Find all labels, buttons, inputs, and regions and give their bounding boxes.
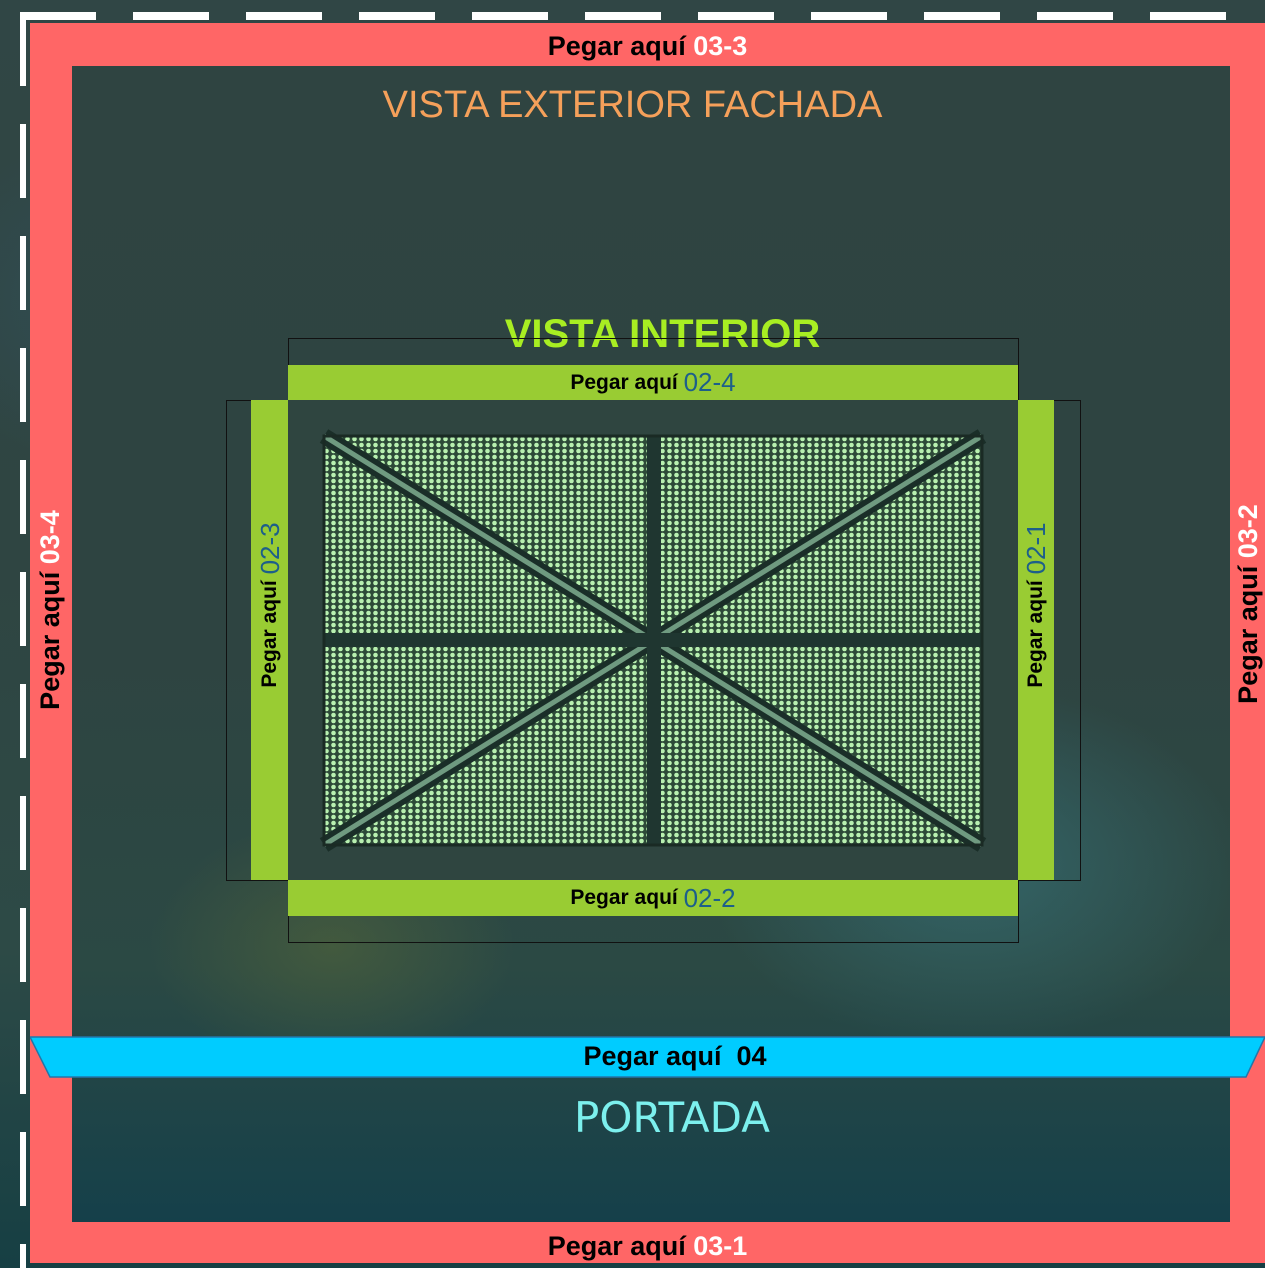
tab-number: 03-1 [693, 1230, 748, 1261]
paste-text: Pegar aquí [1024, 580, 1047, 688]
glue-label-03-3: Pegar aquí 03-3 [30, 27, 1265, 65]
glue-tab-02-3 [251, 400, 288, 880]
interior-title: VISTA INTERIOR [504, 312, 821, 356]
paste-text: Pegar aquí [1232, 565, 1263, 704]
glue-tab-02-4: Pegar aquí 02-4 [288, 365, 1018, 400]
paste-text: Pegar aquí [547, 1230, 686, 1261]
cut-line-top [20, 12, 1240, 20]
tab-number: 04 [736, 1040, 767, 1071]
glue-label-03-4: Pegar aquí 03-4 [30, 460, 70, 760]
glue-tab-04-shape [30, 1036, 1265, 1078]
glue-label-02-3: Pegar aquí 02-3 [252, 455, 288, 755]
interior-back-panel [288, 400, 1018, 880]
paste-text: Pegar aquí [547, 30, 686, 61]
glue-tab-02-2: Pegar aquí 02-2 [288, 880, 1018, 916]
glue-tab-02-1 [1018, 400, 1054, 880]
exterior-title: VISTA EXTERIOR FACHADA [382, 84, 883, 126]
mesh-border [322, 434, 984, 847]
paste-text: Pegar aquí [570, 886, 678, 909]
paste-text: Pegar aquí [583, 1040, 722, 1071]
tab-number: 02-1 [1020, 522, 1051, 575]
glue-label-03-1: Pegar aquí 03-1 [30, 1226, 1265, 1266]
glue-label-03-2: Pegar aquí 03-2 [1228, 454, 1265, 754]
tab-number: 02-4 [683, 367, 736, 397]
tab-number: 03-3 [693, 30, 748, 61]
paste-text: Pegar aquí [570, 370, 678, 394]
tab-number: 02-2 [683, 882, 736, 913]
glue-label-02-1: Pegar aquí 02-1 [1018, 455, 1054, 755]
tab-number: 03-2 [1232, 504, 1263, 559]
tab-number: 03-4 [34, 510, 65, 565]
paste-text: Pegar aquí [34, 571, 65, 710]
paste-text: Pegar aquí [258, 580, 281, 688]
tab-number: 02-3 [254, 522, 285, 575]
vertical-brace [647, 436, 661, 845]
cut-line-left [20, 12, 26, 1268]
glue-label-04: Pegar aquí 04 [30, 1036, 1265, 1076]
portada-title: PORTADA [574, 1093, 770, 1142]
